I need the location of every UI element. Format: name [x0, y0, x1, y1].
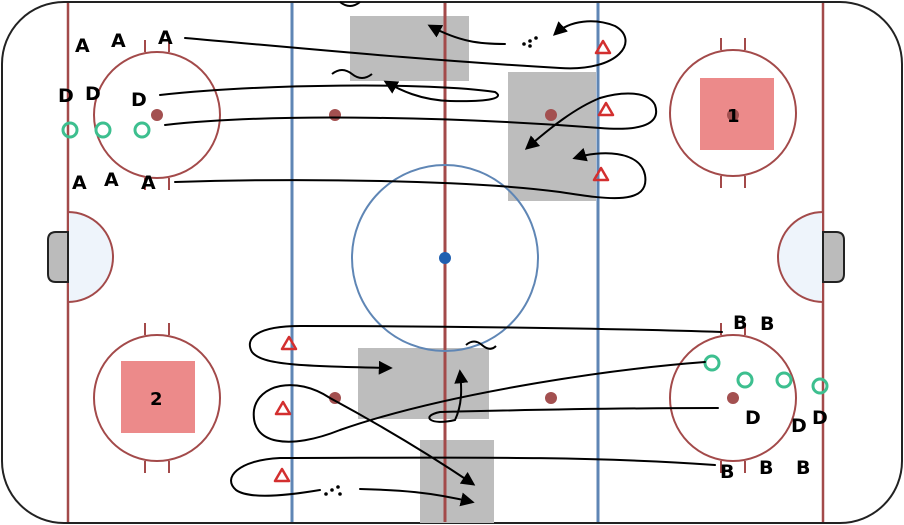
player-label-a: A: [111, 30, 126, 52]
skate-path: [174, 147, 647, 200]
zone-box-top-right: [508, 72, 596, 201]
player-label-d: D: [791, 415, 807, 437]
cone-icon: [274, 400, 292, 416]
player-label-b: B: [733, 312, 747, 334]
stickhandle-mark: [339, 1, 361, 7]
skate-path: [428, 369, 719, 423]
player-label-d: D: [812, 407, 828, 429]
stickhandle-mark: [331, 69, 373, 79]
puck-icon: [775, 371, 793, 389]
faceoff-circle-bottom-right: [669, 323, 797, 473]
faceoff-circle-top-right: [669, 38, 797, 188]
pass-dot: [324, 492, 328, 496]
puck-icon: [736, 371, 754, 389]
center-faceoff-circle: [351, 164, 539, 352]
center-faceoff-dot: [439, 252, 451, 264]
skate-path: [359, 488, 475, 507]
zone-box-bottom-right: [420, 440, 494, 523]
skate-path: [184, 20, 627, 70]
zone-box-bottom-center: [358, 348, 489, 419]
net-right: [822, 231, 845, 283]
cone-icon: [280, 335, 298, 351]
pass-dot: [528, 44, 532, 48]
faceoff-circle-top-left: [93, 40, 221, 190]
net-left: [47, 231, 69, 283]
stickhandle-mark: [465, 340, 497, 350]
pass-dot: [528, 39, 532, 43]
pass-dot: [534, 36, 538, 40]
crease-left: [67, 210, 114, 304]
faceoff-circle-bottom-left: [93, 323, 221, 473]
crease-right: [777, 210, 824, 304]
puck-icon: [811, 377, 829, 395]
neutral-dot-top-right: [545, 109, 557, 121]
player-label-a: A: [104, 169, 119, 191]
skate-path: [159, 80, 499, 103]
player-label-b: B: [796, 457, 810, 479]
player-label-d: D: [58, 85, 74, 107]
skate-path: [524, 97, 601, 150]
player-label-b: B: [760, 313, 774, 335]
pass-dot: [522, 42, 526, 46]
player-label-d: D: [745, 407, 761, 429]
target-label-1: 1: [727, 106, 740, 127]
player-label-a: A: [141, 172, 156, 194]
skate-path: [248, 324, 723, 375]
skate-path: [252, 361, 706, 486]
target-label-2: 2: [150, 389, 163, 410]
neutral-dot-top-left: [329, 109, 341, 121]
player-label-a: A: [75, 35, 90, 57]
cone-icon: [273, 467, 291, 483]
player-label-d: D: [85, 83, 101, 105]
skate-path: [427, 24, 506, 45]
neutral-dot-bottom-right: [545, 392, 557, 404]
puck-icon: [61, 121, 79, 139]
player-label-b: B: [720, 461, 734, 483]
puck-icon: [94, 121, 112, 139]
faceoff-dot-top-right: [727, 109, 739, 121]
player-label-b: B: [759, 457, 773, 479]
skate-path: [230, 456, 716, 497]
player-label-a: A: [72, 172, 87, 194]
cone-icon: [594, 39, 612, 55]
target-square-2: [121, 361, 195, 433]
pass-dot: [336, 485, 340, 489]
player-label-d: D: [131, 89, 147, 111]
puck-icon: [133, 121, 151, 139]
neutral-dot-bottom-left: [329, 392, 341, 404]
player-label-a: A: [158, 27, 173, 49]
zone-box-top-center: [350, 16, 469, 81]
cone-icon: [592, 166, 610, 182]
skate-path: [164, 92, 658, 130]
pass-dot: [338, 492, 342, 496]
pass-dot: [330, 488, 334, 492]
cone-icon: [597, 101, 615, 117]
